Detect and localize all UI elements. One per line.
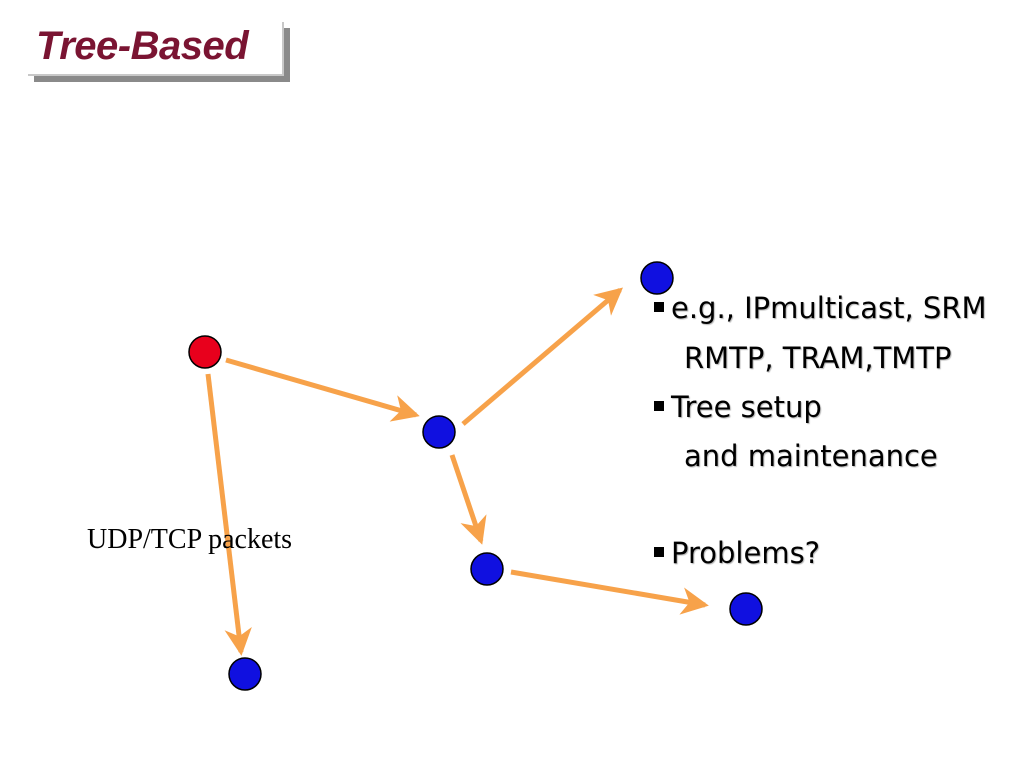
node-root: [188, 335, 222, 369]
bullet-item-1-continuation: RMTP, TRAM,TMTP: [684, 341, 952, 375]
square-bullet-icon: [654, 302, 664, 312]
edge-root-to-bottom-left: [205, 373, 252, 656]
square-bullet-icon: [654, 401, 664, 411]
bullet-item-2: Tree setup: [654, 393, 822, 422]
slide-title: Tree-Based: [36, 24, 249, 68]
bullet-item-3-text: Problems?: [671, 536, 821, 570]
edge-middle-to-lower-middle: [449, 454, 487, 545]
bullet-item-2-continuation: and maintenance: [684, 439, 938, 473]
bullet-item-1: e.g., IPmulticast, SRM: [654, 294, 987, 323]
bullet-item-1-text: e.g., IPmulticast, SRM: [671, 291, 987, 325]
node-top-right: [640, 261, 674, 295]
node-bottom-left: [228, 657, 262, 691]
node-lower-right: [729, 592, 763, 626]
edge-label-udp-tcp: UDP/TCP packets: [87, 524, 293, 555]
slide-title-box: Tree-Based: [28, 22, 284, 76]
bullet-item-3: Problems?: [654, 539, 820, 568]
edge-root-to-middle: [225, 357, 420, 422]
square-bullet-icon: [654, 547, 664, 557]
edge-middle-to-top-right: [461, 287, 623, 426]
bullet-item-2-text: Tree setup: [671, 390, 822, 424]
node-lower-middle: [470, 552, 504, 586]
node-middle: [422, 415, 456, 449]
edge-lower-middle-to-lower-right: [510, 569, 709, 615]
